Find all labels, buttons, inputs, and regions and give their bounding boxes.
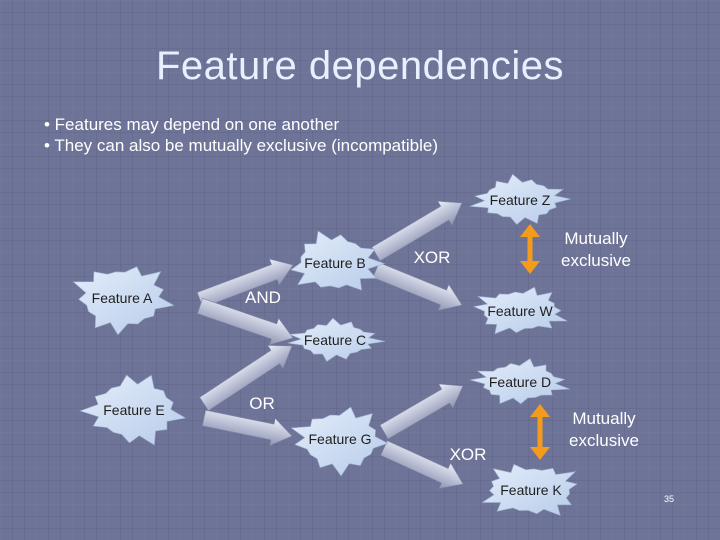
mutex-text-line: exclusive [561,251,631,270]
bullet-item: • Features may depend on one another [44,115,340,134]
dependency-arrow-e-to-c [199,345,293,412]
or-operator-label: OR [249,394,275,413]
feature-k-starburst [481,463,578,516]
dependency-arrow-b-to-z [371,200,463,262]
feature-b-starburst [290,230,386,291]
page-number: 35 [664,494,675,504]
feature-e-label: Feature E [103,402,165,418]
feature-e-starburst [79,374,187,446]
mutual-exclusion-arrow-bottom [530,404,550,460]
feature-g-label: Feature G [308,431,372,447]
feature-c-label: Feature C [303,332,367,348]
feature-w-starburst [472,286,568,335]
dependency-arrow-a-to-c [197,298,294,346]
mutex-text-line: Mutually [572,409,636,428]
slide-title: Feature dependencies [155,44,565,88]
dependency-arrow-b-to-w [372,262,463,311]
feature-g-starburst [290,406,389,477]
dependency-arrow-e-to-g [202,409,293,447]
feature-b-label: Feature B [304,255,366,271]
xor-operator-label: XOR [449,445,487,464]
mutex-text-line: Mutually [564,229,628,248]
mutex-text-line: exclusive [569,431,639,450]
dependency-arrow-g-to-k [380,440,464,489]
xor-operator-label: XOR [413,248,451,267]
mutually-exclusive-label-bottom: Mutually exclusive [569,408,639,452]
mutual-exclusion-arrow-top [520,224,540,274]
feature-z-label: Feature Z [489,192,551,208]
bullet-item: • They can also be mutually exclusive (i… [44,136,438,155]
feature-w-label: Feature W [487,303,553,319]
feature-a-starburst [72,266,175,336]
and-operator-label: AND [245,288,281,307]
feature-k-label: Feature K [500,482,562,498]
feature-d-starburst [470,358,570,405]
bullet-list: • Features may depend on one another • T… [44,114,438,156]
dependency-arrow-g-to-d [379,383,464,440]
feature-z-starburst [469,173,571,225]
feature-d-label: Feature D [488,374,552,390]
feature-a-label: Feature A [91,290,153,306]
mutually-exclusive-label-top: Mutually exclusive [561,228,631,272]
feature-c-starburst [287,317,385,362]
